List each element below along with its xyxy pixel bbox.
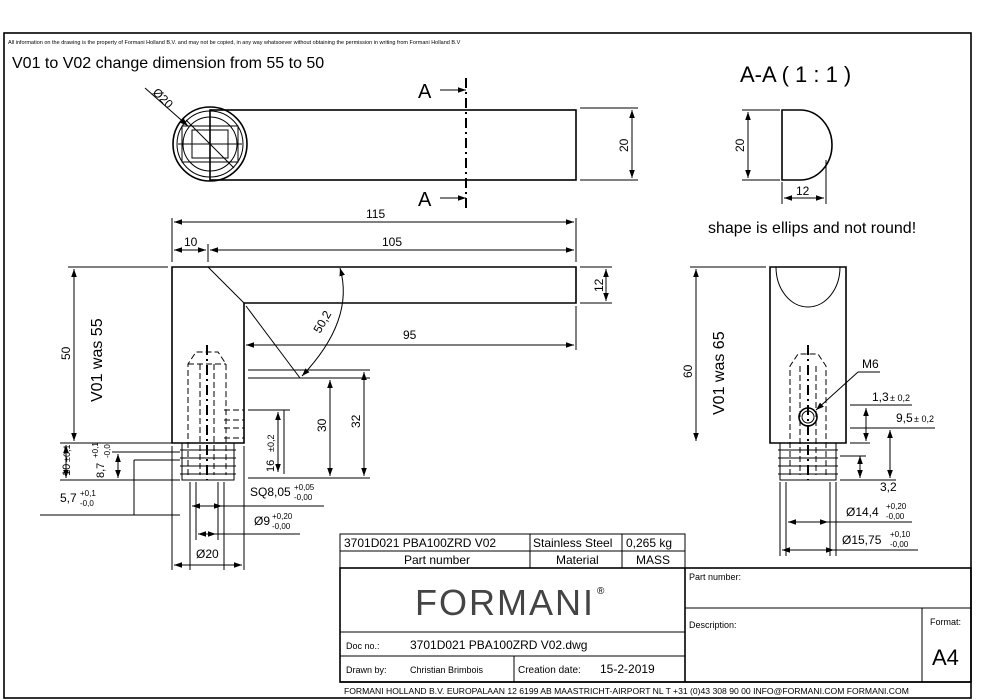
dim-square-lower: -0,00 bbox=[294, 493, 313, 502]
part-code: 3701D021 PBA100ZRD V02 bbox=[344, 536, 496, 550]
copyright-note: All information on the drawing is the pr… bbox=[8, 40, 461, 46]
format-label: Format: bbox=[930, 617, 961, 627]
dim-height-20-top: 20 bbox=[617, 138, 631, 152]
shape-note: shape is ellips and not round! bbox=[708, 220, 916, 237]
address-line: FORMANI HOLLAND B.V. EUROPALAAN 12 6199 … bbox=[344, 686, 909, 696]
dim-width-5-7: 5,7 bbox=[60, 491, 77, 505]
description-label: Description: bbox=[689, 620, 737, 630]
doc-no-value: 3701D021 PBA100ZRD V02.dwg bbox=[410, 638, 587, 652]
section-mark-top: A bbox=[418, 81, 432, 103]
dim-height-32: 32 bbox=[349, 414, 363, 428]
material-label: Material bbox=[556, 553, 599, 567]
dim-square-upper: +0,05 bbox=[294, 483, 315, 492]
dim-3-2: 3,2 bbox=[880, 480, 897, 494]
dim-width-115: 115 bbox=[366, 207, 385, 221]
dim-9-5-tol: ± 0,2 bbox=[914, 414, 934, 424]
dim-diameter-20-top: Ø20 bbox=[150, 85, 176, 111]
dim-diameter-9: Ø9 bbox=[254, 514, 270, 528]
revision-note-left: V01 was 55 bbox=[89, 318, 106, 402]
dim-height-10: 10 bbox=[61, 464, 73, 476]
side-view: 60 V01 was 65 M6 1,3 ± 0,2 9,5 ± 0,2 bbox=[681, 266, 935, 556]
dim-height-60: 60 bbox=[681, 364, 695, 378]
revision-note-right: V01 was 65 bbox=[711, 331, 728, 415]
dim-diameter-9-upper: +0,20 bbox=[272, 512, 293, 521]
dim-height-8-7: 8,7 bbox=[95, 463, 107, 478]
dim-diameter-14-4: Ø14,4 bbox=[846, 505, 879, 519]
dim-width-10: 10 bbox=[184, 235, 198, 249]
change-note: V01 to V02 change dimension from 55 to 5… bbox=[12, 55, 324, 72]
dim-height-12: 12 bbox=[592, 278, 606, 292]
formani-logo: FORMANI bbox=[415, 582, 595, 623]
dim-1-3: 1,3 bbox=[872, 390, 889, 404]
dim-1-3-tol: ± 0,2 bbox=[890, 393, 910, 403]
creation-date-label: Creation date: bbox=[518, 665, 581, 676]
dim-width-12-section: 12 bbox=[796, 184, 810, 198]
mass-value: 0,265 kg bbox=[626, 536, 672, 550]
dim-height-30: 30 bbox=[315, 418, 329, 432]
front-view: 115 10 105 12 95 50,2 50 V01 was 55 bbox=[40, 207, 612, 570]
section-view: A-A ( 1 : 1 ) 20 12 shape is ellips and … bbox=[708, 62, 916, 237]
dim-height-50: 50 bbox=[59, 346, 73, 360]
part-number-field-label: Part number: bbox=[689, 572, 741, 582]
dim-height-16-tol: ±0,2 bbox=[266, 435, 276, 452]
dim-height-8-7-lower: -0,0 bbox=[103, 444, 112, 458]
title-block: 3701D021 PBA100ZRD V02 Stainless Steel 0… bbox=[339, 533, 972, 696]
dim-square-8-05: SQ8,05 bbox=[250, 485, 291, 499]
dim-diameter-14-4-lower: -0,00 bbox=[886, 512, 905, 521]
dim-height-8-7-upper: +0,1 bbox=[91, 442, 100, 458]
top-view: Ø20 A A 20 bbox=[144, 78, 638, 211]
creation-date-value: 15-2-2019 bbox=[600, 662, 655, 676]
drawn-by-label: Drawn by: bbox=[346, 665, 387, 675]
dim-diameter-14-4-upper: +0,20 bbox=[886, 502, 907, 511]
doc-no-label: Doc no.: bbox=[346, 641, 380, 651]
dim-thread-m6: M6 bbox=[862, 357, 879, 371]
part-number-label: Part number bbox=[404, 553, 470, 567]
dim-diameter-15-75-lower: -0,00 bbox=[890, 540, 909, 549]
dim-radius-50-2: 50,2 bbox=[310, 308, 334, 336]
dim-diameter-9-lower: -0,00 bbox=[272, 522, 291, 531]
dim-9-5: 9,5 bbox=[896, 411, 913, 425]
section-title: A-A ( 1 : 1 ) bbox=[740, 62, 851, 87]
format-value: A4 bbox=[932, 645, 959, 670]
dim-width-95: 95 bbox=[403, 328, 417, 342]
dim-height-10-tol: ±0,1 bbox=[62, 445, 72, 462]
dim-height-20-section: 20 bbox=[733, 138, 747, 152]
mass-label: MASS bbox=[636, 553, 670, 567]
dim-width-5-7-lower: -0,0 bbox=[80, 499, 94, 508]
sheet-border bbox=[3, 32, 972, 699]
section-mark-bottom: A bbox=[418, 189, 432, 211]
dim-width-105: 105 bbox=[382, 235, 402, 249]
drawn-by-value: Christian Brimbois bbox=[410, 665, 484, 675]
dim-diameter-15-75-upper: +0,10 bbox=[890, 530, 911, 539]
formani-logo-mark: ® bbox=[597, 586, 605, 597]
dim-diameter-15-75: Ø15,75 bbox=[842, 533, 882, 547]
dim-diameter-20-bottom: Ø20 bbox=[196, 547, 219, 561]
dim-height-16: 16 bbox=[265, 460, 277, 472]
material-value: Stainless Steel bbox=[533, 536, 612, 550]
dim-width-5-7-upper: +0,1 bbox=[80, 489, 96, 498]
